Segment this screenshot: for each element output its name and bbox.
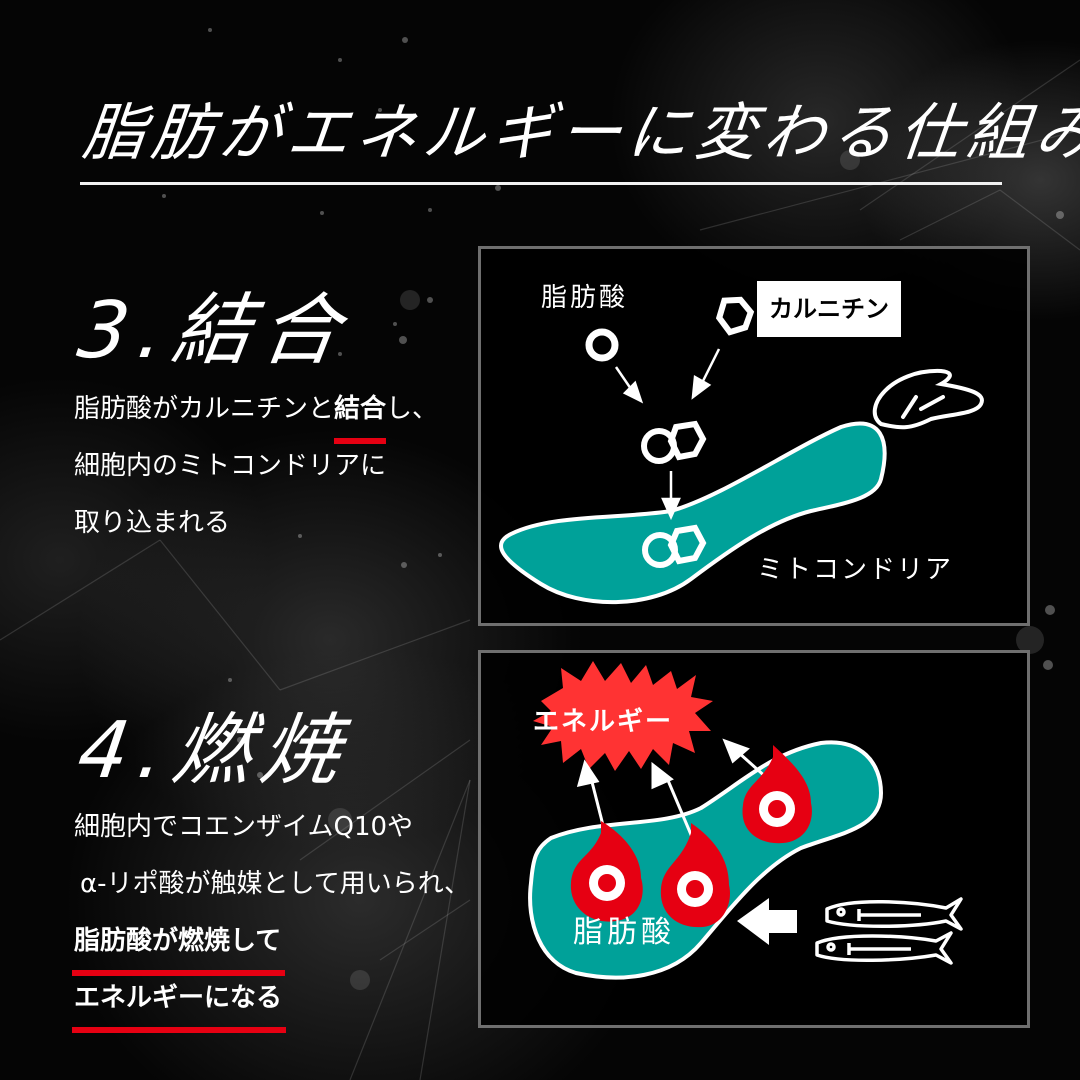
arrow-left-icon (737, 898, 797, 945)
step4-desc-line1: 細胞内でコエンザイムQ10や (74, 812, 414, 842)
step4-description: 細胞内でコエンザイムQ10や α-リポ酸が触媒として用いられ、 脂肪酸が燃焼して… (71, 799, 471, 1033)
carnitine-label: カルニチン (757, 281, 901, 337)
step3-desc-line1-pre: 脂肪酸がカルニチンと (74, 394, 335, 424)
bound-molecule-inside-icon (642, 524, 707, 568)
fish-icon (815, 897, 963, 965)
step3-desc-line2: 細胞内のミトコンドリアに (74, 451, 387, 481)
step4-emphasis-line2: エネルギーになる (71, 970, 287, 1033)
step3-description: 脂肪酸がカルニチンと結合し、 細胞内のミトコンドリアに 取り込まれる (74, 381, 438, 552)
flame-icon (660, 823, 730, 928)
step4-desc-line3: 脂肪酸が燃焼して (71, 913, 470, 976)
step4-heading: 4.燃焼 (72, 706, 356, 796)
step4-emphasis-line1: 脂肪酸が燃焼して (71, 913, 286, 976)
step3-diagram (499, 296, 984, 605)
step3-diagram-panel: 脂肪酸 カルニチン ミトコンドリア (478, 246, 1030, 626)
step3-desc-line1: 脂肪酸がカルニチンと結合し、 (74, 381, 439, 444)
page-title: 脂肪がエネルギーに変わる仕組み (79, 96, 1080, 169)
flame-icon (742, 745, 812, 844)
arrow-icon (614, 348, 721, 521)
bound-molecule-icon (641, 420, 707, 464)
step3-desc-emphasis: 結合 (334, 381, 387, 444)
step3-desc-line3: 取り込まれる (74, 508, 231, 538)
mitochondria-label: ミトコンドリア (757, 555, 954, 585)
flame-icon (570, 821, 643, 922)
step3-heading: 3.結合 (72, 286, 356, 376)
arrow-up-icon (576, 738, 779, 838)
energy-label: エネルギー (533, 707, 674, 737)
step4-desc-line4: エネルギーになる (71, 970, 470, 1033)
fatty-acid-label-step4: 脂肪酸 (573, 915, 675, 950)
step3-desc-line1-post: し、 (386, 394, 439, 424)
fatty-acid-ring-icon (585, 328, 619, 362)
step4-diagram (528, 661, 963, 980)
energy-burst-icon (533, 661, 713, 771)
carnitine-hexagon-icon (715, 296, 755, 336)
fatty-acid-label: 脂肪酸 (541, 283, 629, 313)
step4-desc-line2: α-リポ酸が触媒として用いられ、 (80, 869, 471, 899)
step4-diagram-panel: エネルギー 脂肪酸 (478, 650, 1030, 1028)
liver-icon (872, 368, 984, 430)
title-divider (80, 182, 1002, 185)
